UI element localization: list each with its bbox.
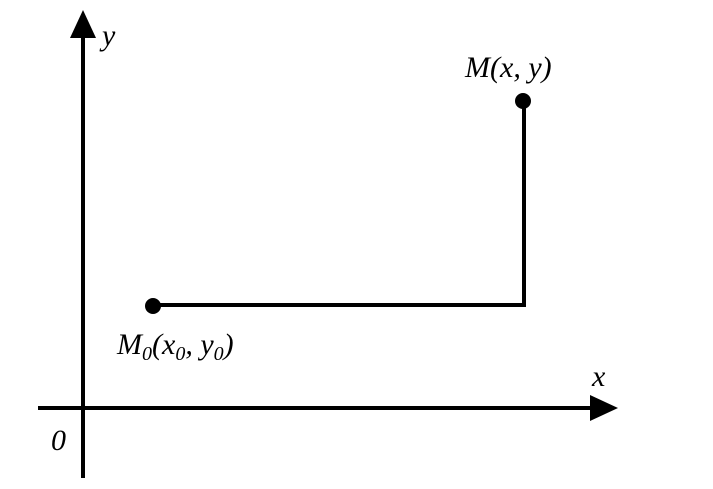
point-m-separator: , (513, 51, 528, 84)
point-m0 (145, 298, 161, 314)
point-m-x: x (499, 51, 514, 84)
point-m0-open-paren: ( (152, 328, 164, 361)
point-m0-separator: , (185, 328, 200, 361)
point-m-letter: M (464, 51, 492, 84)
point-m0-y: y (197, 328, 214, 361)
y-axis-label: y (99, 19, 116, 52)
point-m0-letter-subscript: 0 (142, 343, 152, 365)
point-m0-letter: M (116, 328, 144, 361)
point-m (515, 93, 531, 109)
y-axis-arrowhead (70, 10, 96, 38)
point-m0-label: M0(x0, y0) (116, 328, 234, 365)
origin-label: 0 (51, 424, 66, 457)
point-m-close-paren: ) (540, 51, 552, 84)
point-m0-x: x (161, 328, 176, 361)
point-m0-close-paren: ) (222, 328, 234, 361)
x-axis-arrowhead (590, 395, 618, 421)
point-m-open-paren: ( (490, 51, 502, 84)
path-m0-to-m (153, 101, 526, 307)
point-m-y: y (525, 51, 542, 84)
point-m0-x-subscript: 0 (175, 343, 185, 365)
point-m-label: M(x, y) (464, 51, 552, 84)
point-m0-y-subscript: 0 (214, 343, 224, 365)
x-axis-label: x (591, 360, 606, 393)
